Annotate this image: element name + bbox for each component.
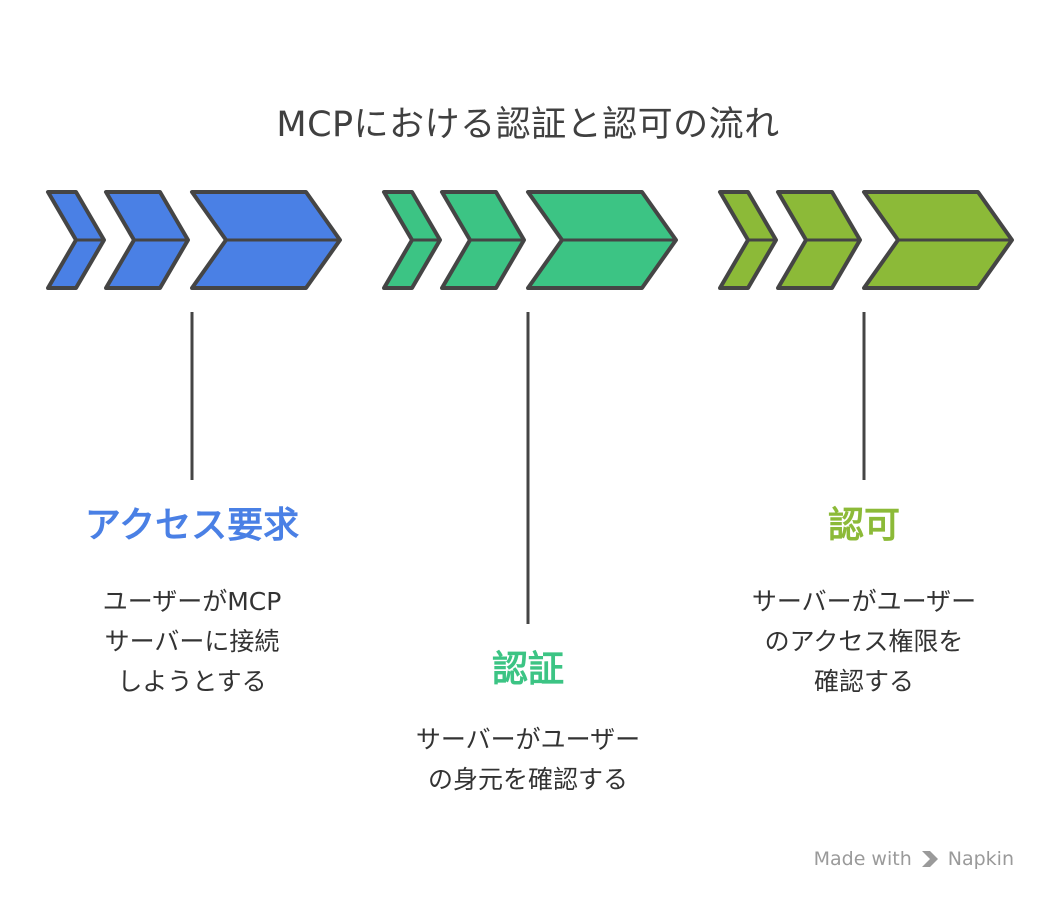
made-with-label: Made with	[813, 848, 912, 870]
description-line: 確認する	[813, 667, 914, 696]
step-title-authorization: 認可	[827, 505, 900, 546]
description-line: サーバーに接続	[104, 627, 280, 656]
description-line: ユーザーがMCP	[102, 587, 282, 616]
description-line: サーバーがユーザー	[415, 725, 641, 754]
step-description-authorization: サーバーがユーザー のアクセス権限を 確認する	[704, 582, 1024, 702]
footer-credit: Made with Napkin	[814, 848, 1014, 870]
step-description-authentication: サーバーがユーザー の身元を確認する	[368, 720, 688, 800]
step-title-access-request: アクセス要求	[84, 505, 300, 546]
brand-name: Napkin	[947, 848, 1014, 870]
step-title-authentication: 認証	[491, 649, 564, 690]
description-line: しようとする	[117, 667, 267, 696]
description-line: のアクセス権限を	[764, 627, 964, 656]
description-line: サーバーがユーザー	[751, 587, 977, 616]
napkin-logo-icon	[921, 851, 938, 867]
diagram-title: MCPにおける認証と認可の流れ	[276, 105, 780, 145]
description-line: の身元を確認する	[427, 765, 628, 794]
step-description-access-request: ユーザーがMCP サーバーに接続 しようとする	[32, 582, 352, 702]
